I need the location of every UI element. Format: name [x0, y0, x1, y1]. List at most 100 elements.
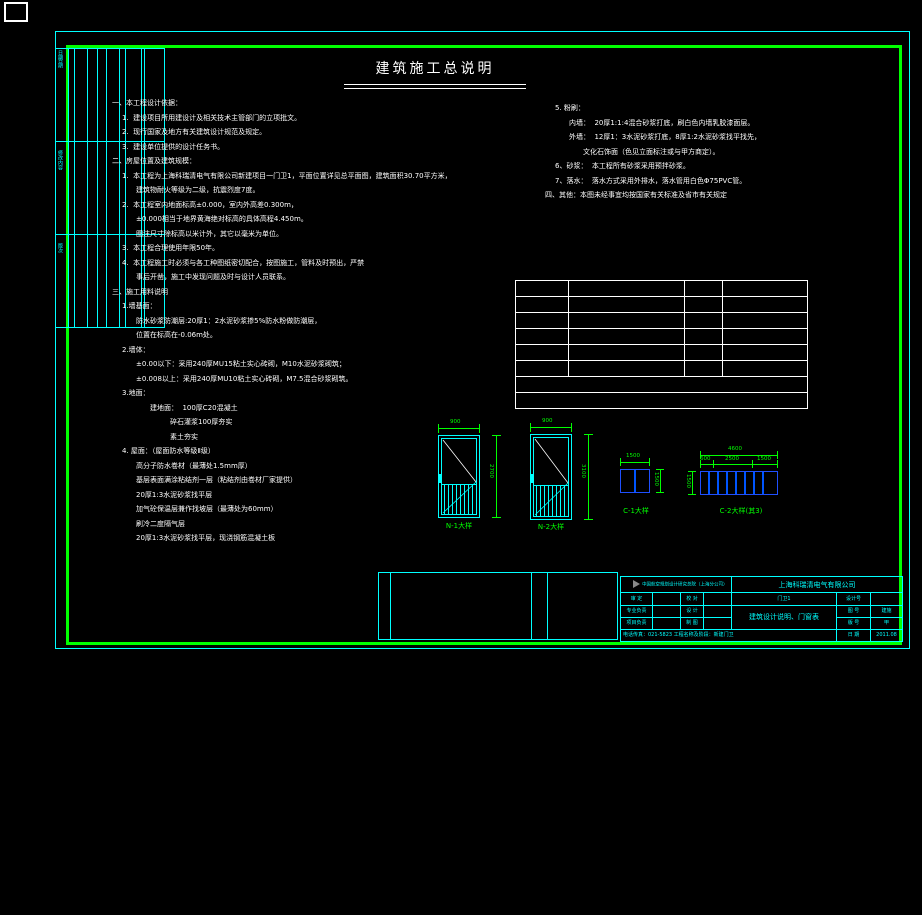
- schedule-cell[interactable]: [568, 345, 685, 361]
- schedule-cell[interactable]: [723, 313, 808, 329]
- schedule-cell[interactable]: [685, 281, 723, 297]
- titleblock-key-xiangmu: 项目负责: [621, 617, 653, 629]
- titleblock-key-date: 日 期: [837, 629, 871, 641]
- note-line: ±0.008以上：采用240厚MU10粘土实心砖砌，M7.5混合砂浆砌筑。: [112, 376, 462, 383]
- institute-logo-icon: [633, 580, 640, 588]
- detail-n2-height-dim: 3100: [580, 464, 586, 478]
- titleblock-val-date[interactable]: 2011.08: [871, 629, 903, 641]
- note-line: 位置在标高在-0.06m处。: [112, 332, 462, 339]
- titleblock-company: 上海科瑞清电气有限公司: [732, 577, 903, 593]
- title-block: 中国航空规划设计研究总院（上海分公司） 上海科瑞清电气有限公司 审 定 校 对 …: [620, 576, 902, 642]
- schedule-cell[interactable]: [723, 345, 808, 361]
- schedule-cell[interactable]: [516, 377, 808, 393]
- schedule-cell[interactable]: [685, 329, 723, 345]
- schedule-cell[interactable]: [516, 297, 569, 313]
- note-line: 1. 建设项目所用建设计及相关技术主管部门的立项批文。: [112, 115, 462, 122]
- schedule-cell[interactable]: [516, 393, 808, 409]
- detail-c2-height-dim: 1500: [685, 474, 691, 488]
- titleblock-left-empty-boxes: [378, 572, 618, 640]
- note-line: 3. 本工程合理使用年限50年。: [112, 245, 462, 252]
- schedule-cell[interactable]: [516, 329, 569, 345]
- titleblock-key-drawingno: 图 号: [837, 605, 871, 617]
- note-line: ±0.00以下：采用240厚MU15粘土实心砖砌，M10水泥砂浆砌筑；: [112, 361, 462, 368]
- titleblock-val-zhitu[interactable]: [704, 617, 732, 629]
- titleblock-val-sheji[interactable]: [704, 605, 732, 617]
- note-line: 二、房屋位置及建筑规模：: [112, 158, 462, 165]
- schedule-cell[interactable]: [723, 297, 808, 313]
- note-line: 20厚1:3水泥砂浆找平层，现浇钢筋混凝土板: [112, 535, 462, 542]
- schedule-row: [516, 377, 808, 393]
- schedule-row: [516, 345, 808, 361]
- titleblock-val-jiaodui[interactable]: [704, 593, 732, 605]
- schedule-cell[interactable]: [568, 329, 685, 345]
- schedule-cell[interactable]: [516, 313, 569, 329]
- titleblock-val-drawingno[interactable]: 建施: [871, 605, 903, 617]
- detail-c2-window: 4600 600 2500 1500 1500 C-2大样(其3): [690, 442, 820, 530]
- detail-c1-height-dim: 1500: [653, 472, 659, 486]
- note-line: 事后开凿，施工中发现问题及时与设计人员联系。: [112, 274, 462, 281]
- note-line: 3.地面：: [112, 390, 462, 397]
- schedule-cell[interactable]: [516, 281, 569, 297]
- schedule-cell[interactable]: [568, 281, 685, 297]
- schedule-cell[interactable]: [685, 297, 723, 313]
- schedule-row: [516, 297, 808, 313]
- titleblock-val-xiangmu[interactable]: [653, 617, 681, 629]
- schedule-cell[interactable]: [685, 313, 723, 329]
- note-line: 7、落水： 落水方式采用外排水，落水管用白色Φ75PVC管。: [545, 178, 885, 185]
- sheet-title-underline-2: [344, 88, 526, 89]
- schedule-cell[interactable]: [685, 361, 723, 377]
- note-line: 基层表面满涂粘结剂一层（粘结剂由卷材厂家提供）: [112, 477, 462, 484]
- schedule-cell[interactable]: [723, 361, 808, 377]
- detail-c2-label: C-2大样(其3): [701, 506, 781, 516]
- titleblock-drawing-name: 建筑设计说明、门窗表: [732, 605, 837, 629]
- note-line: 加气砼保温层兼作找坡层（最薄处为60mm）: [112, 506, 462, 513]
- note-line: 刷冷二度隔气层: [112, 521, 462, 528]
- schedule-row: [516, 281, 808, 297]
- note-line: 1.墙基面：: [112, 303, 462, 310]
- note-line: 3. 建设单位提供的设计任务书。: [112, 144, 462, 151]
- schedule-row: [516, 329, 808, 345]
- notes-column-right: 5. 粉刷：内墙： 20厚1:1:4混合砂浆打底，刷白色内墙乳胶漆面层。外墙： …: [545, 105, 885, 207]
- detail-c2-sub-dim-2: 1500: [757, 456, 771, 462]
- schedule-cell[interactable]: [723, 329, 808, 345]
- schedule-cell[interactable]: [685, 345, 723, 361]
- titleblock-key-zhuanye: 专业负责: [621, 605, 653, 617]
- note-line: 4. 本工程施工时必须与各工种图纸密切配合，按图施工，管料及时预出，严禁: [112, 260, 462, 267]
- note-line: 素土夯实: [112, 434, 462, 441]
- titleblock-key-version: 版 号: [837, 617, 871, 629]
- detail-n1-door: 900 2700 N-1大样: [430, 418, 520, 533]
- sheet-title-underline-1: [344, 84, 526, 85]
- schedule-cell[interactable]: [568, 297, 685, 313]
- schedule-cell[interactable]: [568, 313, 685, 329]
- titleblock-footer: 电话传真：021-5823 工程名称及阶段：新建门卫: [621, 629, 837, 641]
- note-line: 5. 粉刷：: [545, 105, 885, 112]
- schedule-cell[interactable]: [516, 361, 569, 377]
- titleblock-val-version[interactable]: 甲: [871, 617, 903, 629]
- detail-n2-label: N-2大样: [522, 522, 580, 532]
- titleblock-key-zhitu: 制 图: [681, 617, 704, 629]
- titleblock-val-designno[interactable]: [871, 593, 903, 605]
- titleblock-key-sheji: 设 计: [681, 605, 704, 617]
- detail-n1-label: N-1大样: [430, 521, 488, 531]
- note-line: 4. 屋面：（屋面防水等级Ⅱ级）: [112, 448, 462, 455]
- door-window-schedule-table: [515, 280, 808, 390]
- note-line: 2. 本工程室内地面标高±0.000，室内外高差0.300m，: [112, 202, 462, 209]
- note-line: 三、施工用料说明: [112, 289, 462, 296]
- detail-c1-width-dim: 1500: [626, 453, 640, 459]
- schedule-cell[interactable]: [568, 361, 685, 377]
- detail-n1-height-dim: 2700: [488, 464, 494, 478]
- note-line: 6、砂浆： 本工程所有砂浆采用预拌砂浆。: [545, 163, 885, 170]
- note-line: 内墙： 20厚1:1:4混合砂浆打底，刷白色内墙乳胶漆面层。: [545, 120, 885, 127]
- note-line: 图注尺寸除标高以米计外，其它以毫米为单位。: [112, 231, 462, 238]
- schedule-cell[interactable]: [516, 345, 569, 361]
- note-line: 文化石饰面（色见立面标注或与甲方商定）。: [545, 149, 885, 156]
- titleblock-val-shending[interactable]: [653, 593, 681, 605]
- note-line: 防水砂浆防潮层:20厚1：2水泥砂浆掺5%防水粉做防潮层，: [112, 318, 462, 325]
- schedule-cell[interactable]: [723, 281, 808, 297]
- schedule-row: [516, 361, 808, 377]
- detail-c2-sub-dim-1: 2500: [725, 456, 739, 462]
- titleblock-key-shending: 审 定: [621, 593, 653, 605]
- titleblock-val-zhuanye[interactable]: [653, 605, 681, 617]
- note-line: 高分子防水卷材（最薄处1.5mm厚）: [112, 463, 462, 470]
- titleblock-key-designno: 设计号: [837, 593, 871, 605]
